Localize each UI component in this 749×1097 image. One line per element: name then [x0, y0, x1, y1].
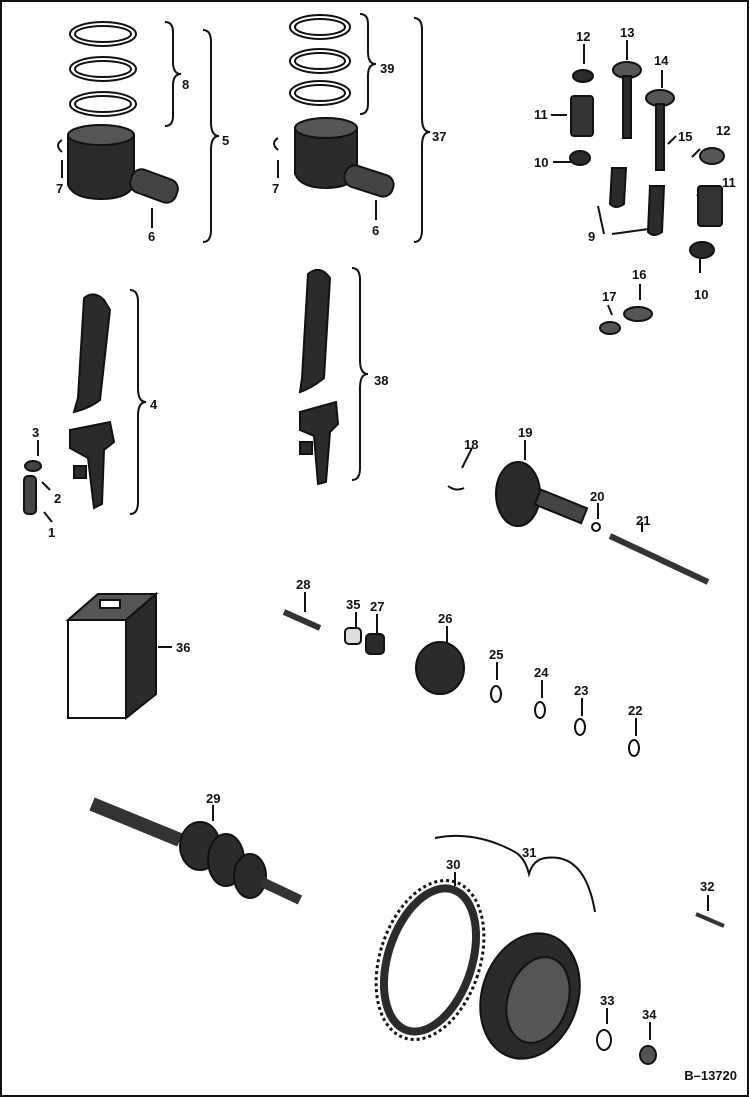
callout-12b: 12: [716, 123, 731, 138]
connecting-rod-left: [23, 293, 116, 515]
callout-3: 3: [32, 425, 40, 440]
callout-11: 11: [534, 107, 548, 122]
callout-6b: 6: [372, 223, 380, 238]
callout-5: 5: [222, 133, 230, 148]
callout-25: 25: [489, 647, 504, 662]
camshaft-gear: [447, 461, 710, 585]
callout-27: 27: [370, 599, 385, 614]
callout-29: 29: [206, 791, 221, 806]
callout-36: 36: [176, 640, 191, 655]
callout-21: 21: [636, 513, 651, 528]
callout-15: 15: [678, 129, 693, 144]
callout-10: 10: [534, 155, 549, 170]
callout-32: 32: [700, 879, 715, 894]
ring-gear: [374, 878, 486, 1042]
callout-11b: 11: [722, 175, 736, 190]
callout-26: 26: [438, 611, 453, 626]
callout-31: 31: [522, 845, 537, 860]
callout-8: 8: [182, 77, 190, 92]
callout-30: 30: [446, 857, 461, 872]
diagram-reference-number: B–13720: [684, 1068, 737, 1083]
callout-12: 12: [576, 29, 591, 44]
piston-rings-right: [289, 14, 351, 106]
connecting-rod-right: [298, 268, 340, 486]
callout-23: 23: [574, 683, 589, 698]
callout-18: 18: [464, 437, 479, 452]
callout-28: 28: [296, 577, 311, 592]
piston-rings-left: [69, 21, 137, 117]
callout-39: 39: [380, 61, 395, 76]
callout-1: 1: [48, 525, 56, 540]
piston-left: [57, 124, 179, 204]
callout-7: 7: [56, 181, 64, 196]
callout-10b: 10: [694, 287, 709, 302]
callout-33: 33: [600, 993, 615, 1008]
callout-16: 16: [632, 267, 647, 282]
callout-37: 37: [432, 129, 447, 144]
callout-9: 9: [588, 229, 596, 244]
callout-34: 34: [642, 1007, 657, 1022]
crankshaft: [89, 797, 303, 905]
callout-4: 4: [150, 397, 158, 412]
callout-19: 19: [518, 425, 533, 440]
callout-2: 2: [54, 491, 62, 506]
callout-17: 17: [602, 289, 617, 304]
callout-13: 13: [620, 25, 635, 40]
valve-train: [569, 61, 725, 335]
callout-24: 24: [534, 665, 549, 680]
flywheel: [479, 912, 725, 1065]
callout-14: 14: [654, 53, 669, 68]
callout-20: 20: [590, 489, 605, 504]
gasket-kit-box: [65, 591, 159, 721]
governor-parts: [282, 609, 640, 757]
callout-7b: 7: [272, 181, 280, 196]
callout-22: 22: [628, 703, 643, 718]
callout-6: 6: [148, 229, 156, 244]
callout-35: 35: [346, 597, 361, 612]
piston-right: [273, 117, 395, 198]
callout-38: 38: [374, 373, 389, 388]
